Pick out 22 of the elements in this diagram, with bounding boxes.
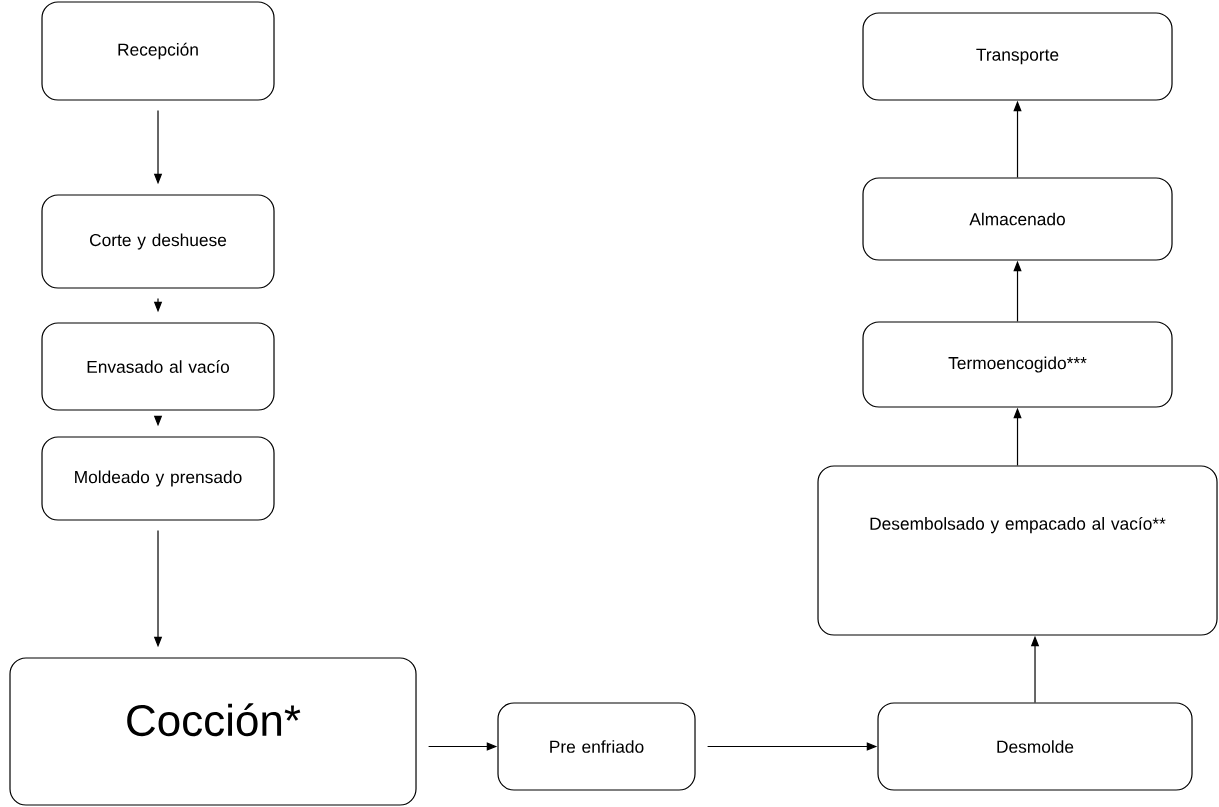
- process-box: [817, 465, 1218, 636]
- node-label: Envasado al vacío: [87, 360, 230, 373]
- node-label: Almacenado: [969, 212, 1065, 226]
- process-box: [41, 1, 275, 101]
- process-box: [497, 702, 696, 791]
- node-label: Cocción*: [127, 703, 301, 737]
- process-box: [9, 657, 417, 806]
- process-box: [862, 12, 1173, 101]
- node-label: Desmolde: [997, 740, 1074, 753]
- process-box: [877, 702, 1193, 791]
- process-box: [41, 322, 275, 411]
- process-box: [862, 177, 1173, 261]
- node-label: Recepción: [118, 42, 198, 60]
- node-label: Transporte: [976, 48, 1059, 65]
- process-box: [41, 194, 275, 289]
- node-label: Corte y deshuese: [89, 233, 227, 250]
- node-label: Termoencogido***: [948, 356, 1087, 373]
- node-label: Moldeado y prensado: [75, 470, 242, 487]
- node-label: Desembolsado y empacado al vacío**: [870, 516, 1166, 534]
- process-box: [41, 436, 275, 521]
- process-box: [862, 321, 1173, 408]
- node-label: Pre enfriado: [550, 740, 644, 753]
